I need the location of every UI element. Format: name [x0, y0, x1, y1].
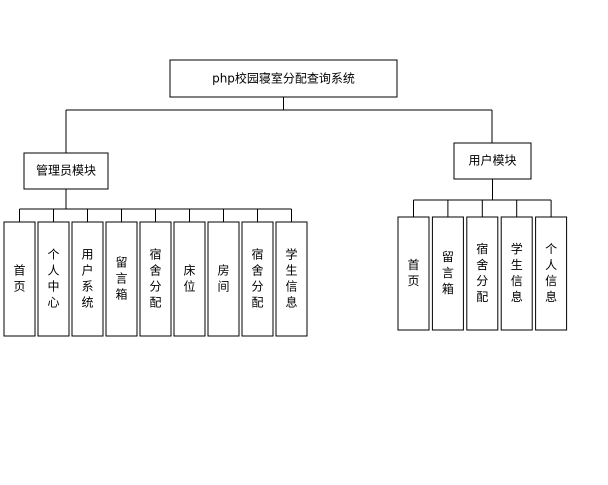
admin-module-label: 管理员模块	[36, 163, 96, 178]
child-label: 学生信息	[511, 241, 523, 304]
child-box	[397, 216, 430, 331]
user-module-children: 首页 留言箱 宿舍分配 学生信息 个人信息	[397, 179, 568, 331]
child-node: 宿舍分配	[466, 200, 499, 331]
child-box	[500, 216, 533, 331]
child-label: 房间	[217, 263, 229, 294]
child-label: 留言箱	[115, 256, 127, 302]
child-node: 个人信息	[535, 200, 568, 331]
user-module: 用户模块 首页 留言箱 宿舍分配 学生信息 个人信息	[397, 142, 568, 331]
child-node: 学生信息	[275, 209, 308, 337]
child-node: 留言箱	[105, 209, 138, 337]
child-box	[431, 216, 464, 331]
child-box	[37, 221, 70, 337]
child-box	[241, 221, 274, 337]
child-box	[466, 216, 499, 331]
child-label: 学生信息	[285, 247, 297, 310]
child-label: 个人信息	[545, 242, 557, 304]
user-module-label: 用户模块	[468, 153, 516, 168]
child-box	[105, 221, 138, 337]
child-node: 房间	[207, 209, 240, 337]
child-label: 首页	[13, 264, 25, 294]
child-label: 宿舍分配	[476, 241, 488, 304]
child-label: 个人中心	[47, 248, 59, 310]
child-label: 宿舍分配	[149, 247, 161, 310]
child-label: 首页	[407, 258, 419, 288]
child-node: 床位	[173, 209, 206, 337]
root-node: php校园寝室分配查询系统	[169, 59, 398, 98]
root-label: php校园寝室分配查询系统	[212, 71, 355, 86]
child-node: 学生信息	[500, 200, 533, 331]
child-label: 留言箱	[442, 250, 454, 296]
child-box	[535, 216, 568, 331]
child-box	[275, 221, 308, 337]
child-box	[3, 221, 36, 337]
child-box	[207, 221, 240, 337]
child-label: 床位	[183, 264, 195, 294]
child-node: 宿舍分配	[139, 209, 172, 337]
child-node: 用户系统	[71, 209, 104, 337]
child-node: 个人中心	[37, 209, 70, 337]
child-box	[173, 221, 206, 337]
root-connectors	[65, 97, 493, 153]
child-label: 用户系统	[81, 248, 93, 310]
child-box	[139, 221, 172, 337]
child-box	[71, 221, 104, 337]
child-node: 首页	[3, 209, 36, 337]
child-node: 留言箱	[431, 200, 464, 331]
child-node: 宿舍分配	[241, 209, 274, 337]
child-label: 宿舍分配	[251, 247, 263, 310]
child-node: 首页	[397, 200, 430, 331]
